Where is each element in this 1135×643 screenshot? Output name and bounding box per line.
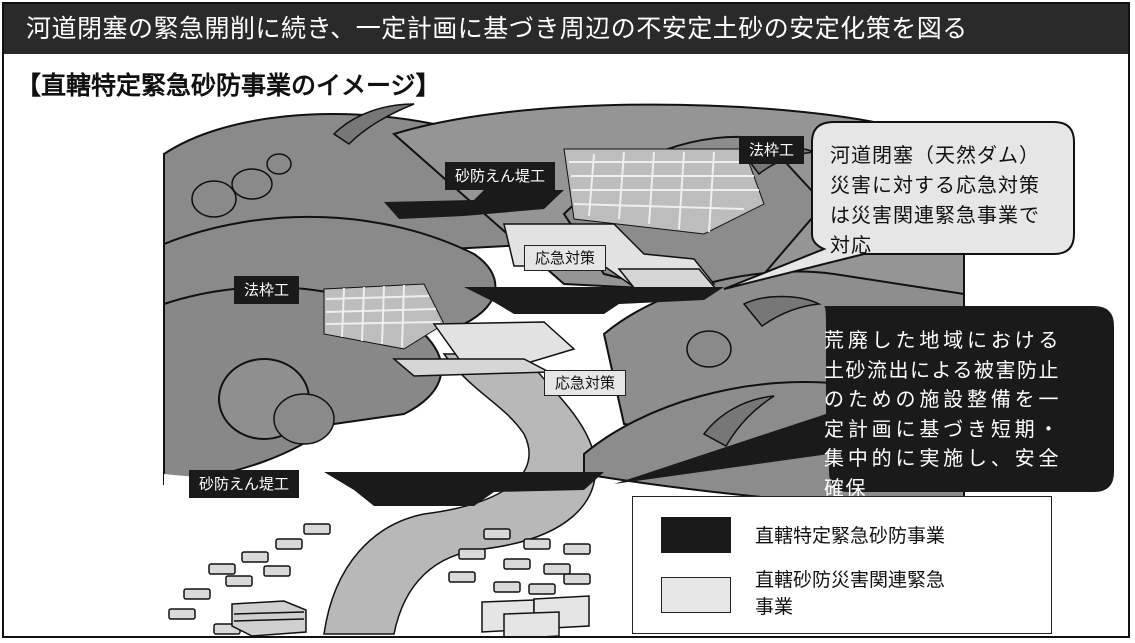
callout-dark-text: 荒廃した地域における土砂流出による被害防止のための施設整備を一定計画に基づき短期… <box>824 328 1060 500</box>
legend-label-light: 直轄砂防災害関連緊急事業 <box>755 569 946 618</box>
building-left <box>231 600 307 636</box>
slope-frame-upper-grid <box>569 151 759 233</box>
sabo-dam-upper <box>384 190 564 219</box>
label-sabo-dam-lower: 砂防えん堤工 <box>189 470 300 498</box>
callout-dark-bubble <box>614 306 1114 492</box>
slide-bump-3 <box>266 153 292 175</box>
slope-frame-lower-grid <box>325 284 441 348</box>
callout-light-text: 河道閉塞（天然ダム）災害に対する応急対策は災害関連緊急事業で対応 <box>830 143 1040 257</box>
slide-bump-5 <box>273 393 335 445</box>
houses-right <box>448 528 591 595</box>
landslide-scar-1 <box>332 103 415 145</box>
label-slope-frame-lower: 法枠工 <box>234 276 300 304</box>
legend-label-dark: 直轄特定緊急砂防事業 <box>755 525 946 547</box>
callout-light-bubble <box>723 121 1075 290</box>
label-emergency-lower: 応急対策 <box>544 370 627 396</box>
slide-bump-1 <box>191 180 237 218</box>
sabo-dam-middle <box>464 287 724 314</box>
header-banner: 河道閉塞の緊急開削に続き、一定計画に基づき周辺の不安定土砂の安定化策を図る <box>4 4 1128 54</box>
landslide-scar-4 <box>702 395 775 448</box>
slide-bump-2 <box>231 168 273 200</box>
label-slope-frame-upper: 法枠工 <box>739 136 805 164</box>
buildings-right <box>481 595 590 636</box>
slope-frame-lower <box>323 283 445 350</box>
sabo-dam-lower <box>324 472 604 506</box>
legend-swatch-dark <box>661 517 731 553</box>
landscape-illustration <box>163 103 1114 636</box>
slide-bump-6 <box>686 330 732 368</box>
slope-frame-upper <box>563 148 765 235</box>
legend: 直轄特定緊急砂防事業 直轄砂防災害関連緊急事業 <box>632 496 1052 634</box>
diagram-subtitle: 【直轄特定緊急砂防事業のイメージ】 <box>16 71 441 100</box>
legend-swatch-light <box>661 577 731 613</box>
landslide-scar-3 <box>742 295 822 328</box>
label-sabo-dam-upper: 砂防えん堤工 <box>445 162 556 190</box>
label-emergency-upper: 応急対策 <box>524 245 607 271</box>
